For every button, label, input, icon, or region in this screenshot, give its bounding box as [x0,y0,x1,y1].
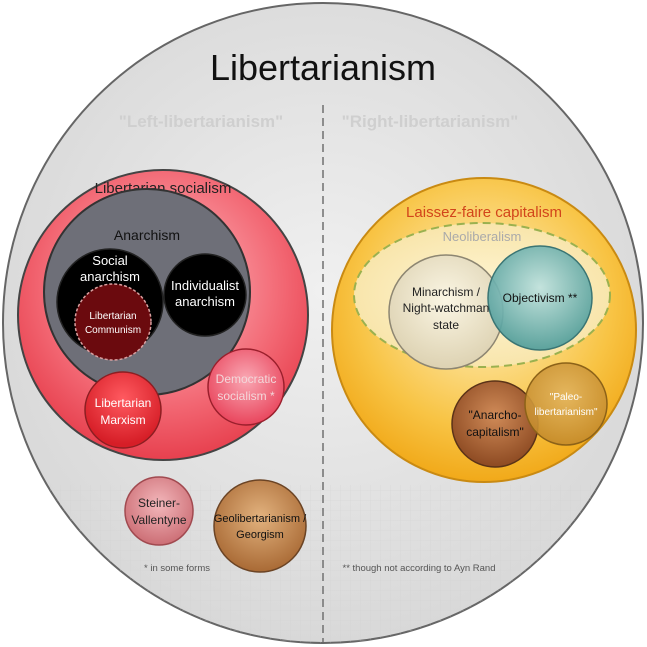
objectivism-label: Objectivism ** [503,291,578,305]
steiner-vallentyne-circle [124,476,194,546]
paleo-libertarianism-label-line1: "Paleo- [550,392,582,403]
libertarian-marxism-label-line2: Marxism [100,413,145,427]
individualist-anarchism-label-line2: anarchism [175,294,235,309]
minarchism-label-line1: Minarchism / [412,285,481,299]
right-libertarianism-header: "Right-libertarianism" [342,112,519,131]
footnote-single-asterisk: * in some forms [144,563,210,574]
geolibertarianism-label-line2: Georgism [236,529,284,541]
democratic-socialism-label-line2: socialism * [217,389,275,403]
paleo-libertarianism-label-line2: libertarianism" [534,407,597,418]
steiner-vallentyne-label-line1: Steiner- [138,496,180,510]
geolibertarianism-label-line1: Geolibertarianism / [214,513,307,525]
minarchism-label-line2: Night-watchman [403,301,490,315]
diagram-title: Libertarianism [210,47,436,88]
libertarian-marxism-label-line1: Libertarian [95,396,152,410]
democratic-socialism-label-line1: Democratic [216,372,277,386]
steiner-vallentyne-label-line2: Vallentyne [131,513,186,527]
social-anarchism-label-line1: Social [92,253,128,268]
libertarian-communism-label-line2: Communism [85,325,141,336]
social-anarchism-label-line2: anarchism [80,269,140,284]
democratic-socialism-circle [207,348,285,426]
minarchism-label-line3: state [433,318,459,332]
anarcho-capitalism-label-line1: "Anarcho- [469,408,522,422]
libertarian-communism-circle [74,283,152,361]
individualist-anarchism-circle [163,253,247,337]
anarcho-capitalism-label-line2: capitalism" [466,425,524,439]
anarchism-label: Anarchism [114,227,180,243]
left-libertarianism-header: "Left-libertarianism" [119,112,283,131]
paleo-libertarianism-circle [524,362,608,446]
anarcho-capitalism-circle [451,380,539,468]
neoliberalism-label: Neoliberalism [443,229,522,244]
libertarian-marxism-circle [84,371,162,449]
geolibertarianism-circle [213,479,307,573]
libertarian-communism-label-line1: Libertarian [89,311,136,322]
objectivism-circle [487,245,593,351]
footnote-double-asterisk: ** though not according to Ayn Rand [343,563,496,574]
laissez-faire-capitalism-label: Laissez-faire capitalism [406,204,562,221]
individualist-anarchism-label-line1: Individualist [171,278,239,293]
